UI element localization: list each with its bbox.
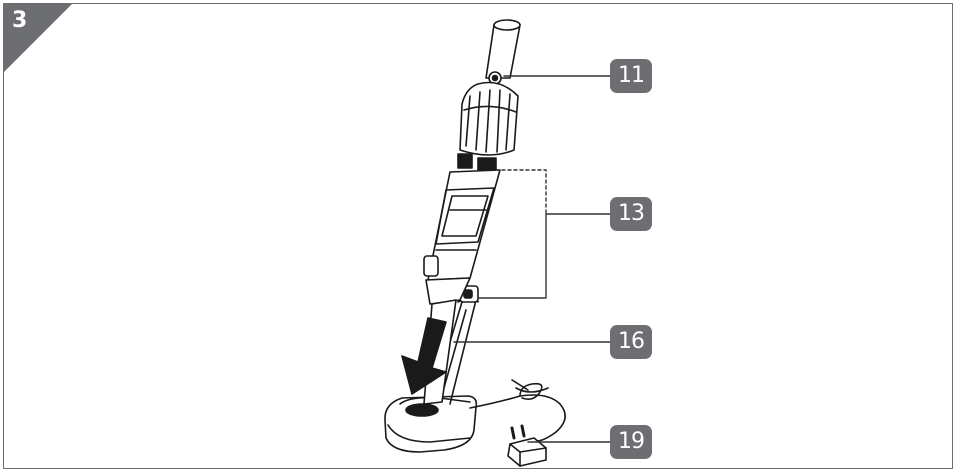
power-cable — [469, 379, 566, 442]
down-arrow-icon — [401, 317, 447, 395]
leader-lines — [453, 75, 613, 443]
charging-base — [384, 395, 478, 453]
step-number: 3 — [12, 8, 28, 33]
callout-11: 11 — [610, 59, 652, 93]
figure-frame — [3, 3, 953, 469]
power-plug-icon — [507, 424, 547, 467]
callout-13: 13 — [610, 197, 652, 231]
callout-16: 16 — [610, 325, 652, 359]
callout-19: 19 — [610, 425, 652, 459]
